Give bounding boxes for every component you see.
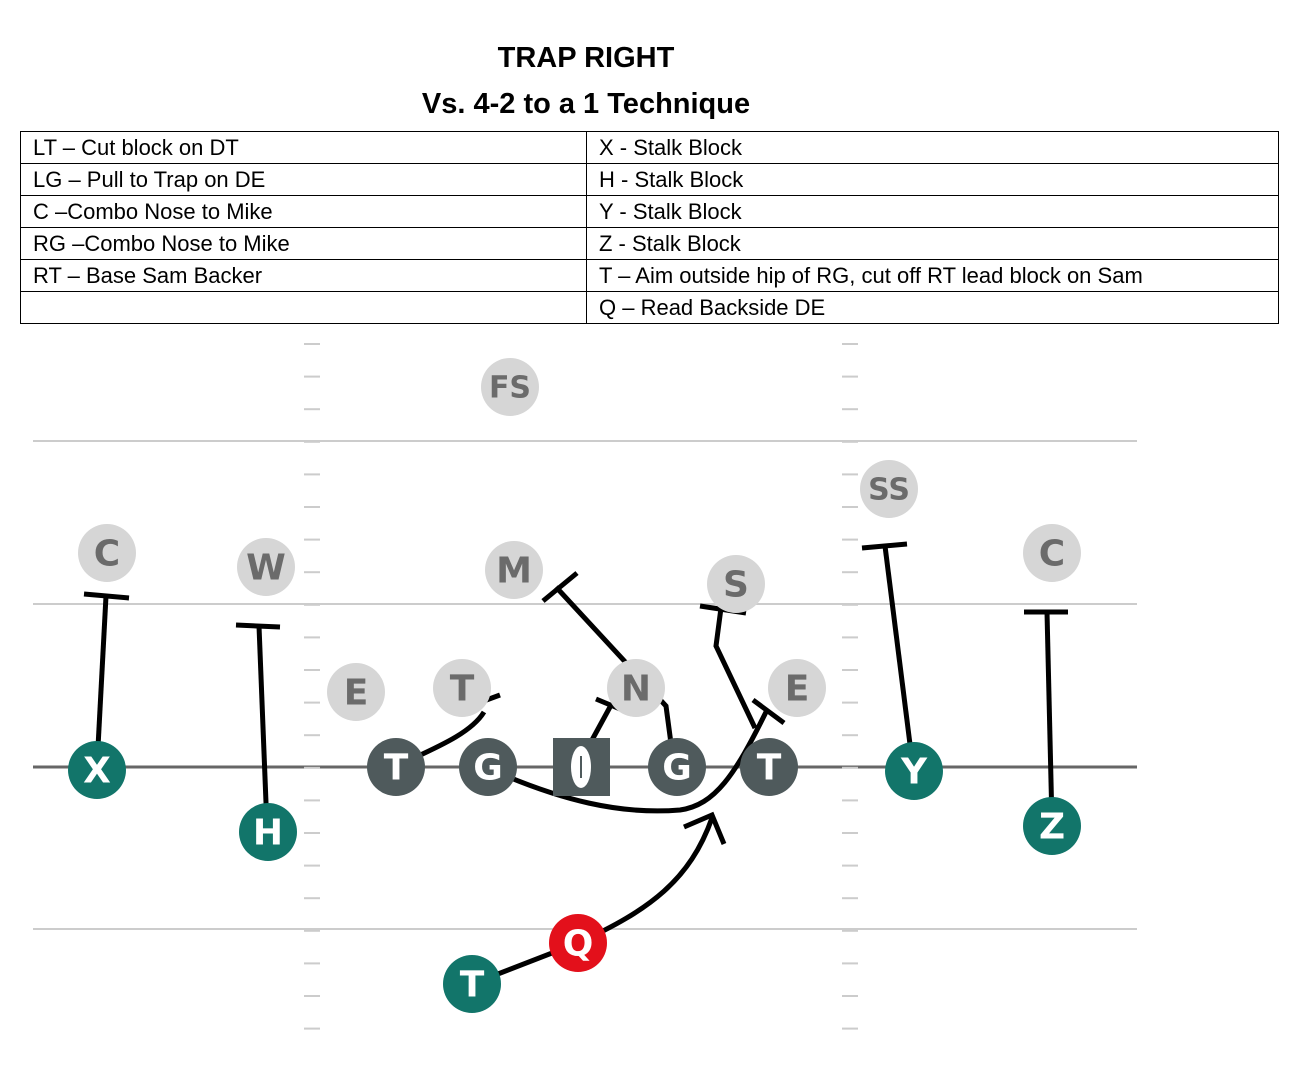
player-label: S [723, 565, 749, 606]
player-right-guard: G [648, 738, 706, 796]
player-label: X [83, 751, 111, 792]
assignment-cell: RT – Base Sam Backer [20, 259, 587, 292]
assignment-table: LT – Cut block on DT X - Stalk Block LG … [20, 131, 1279, 324]
player-label: Z [1039, 807, 1065, 848]
play-subtitle: Vs. 4-2 to a 1 Technique [421, 88, 751, 120]
z-route [1044, 611, 1055, 824]
block-mark [83, 591, 130, 601]
offense: T G G T X H Y Z Q T [68, 738, 1081, 1013]
block-mark [751, 697, 786, 726]
player-right-end: E [768, 659, 826, 717]
player-nose: N [607, 659, 665, 717]
player-h: H [239, 803, 297, 861]
player-rb: T [443, 955, 501, 1013]
player-left-tackle: T [367, 738, 425, 796]
player-label: T [384, 748, 409, 789]
player-y: Y [885, 742, 943, 800]
player-fs: FS [481, 358, 539, 416]
player-label: T [450, 669, 475, 710]
player-label: N [621, 669, 651, 710]
defense: FS SS C W M S C E T N E [78, 358, 1081, 721]
player-will: W [237, 538, 295, 596]
y-route [882, 545, 916, 769]
rt-route [713, 607, 758, 730]
assignment-cell: X - Stalk Block [586, 131, 1279, 164]
block-mark [235, 622, 281, 630]
player-right-tackle: T [740, 738, 798, 796]
table-row: LT – Cut block on DT X - Stalk Block [20, 131, 1279, 164]
arrow-head [683, 811, 727, 845]
table-row: RG –Combo Nose to Mike Z - Stalk Block [20, 227, 1279, 260]
player-label: H [253, 813, 283, 854]
player-tackle: T [433, 659, 491, 717]
player-label: M [496, 551, 532, 592]
player-label: C [1039, 534, 1065, 575]
football-icon [553, 738, 610, 796]
assignment-cell: LT – Cut block on DT [20, 131, 587, 164]
player-x: X [68, 741, 126, 799]
table-row: RT – Base Sam Backer T – Aim outside hip… [20, 259, 1279, 292]
assignment-cell: RG –Combo Nose to Mike [20, 227, 587, 260]
player-label: E [344, 673, 369, 714]
player-ss: SS [860, 460, 918, 518]
player-left-end: E [327, 663, 385, 721]
player-label: E [785, 669, 810, 710]
player-left-corner: C [78, 524, 136, 582]
player-mike: M [485, 541, 543, 599]
player-right-corner: C [1023, 524, 1081, 582]
table-row: Q – Read Backside DE [20, 291, 1279, 324]
assignment-cell: T – Aim outside hip of RG, cut off RT le… [586, 259, 1279, 292]
player-label: T [460, 965, 485, 1006]
assignment-cell: Y - Stalk Block [586, 195, 1279, 228]
play-title: TRAP RIGHT [497, 42, 675, 74]
player-label: C [94, 534, 120, 575]
assignment-cell: Z - Stalk Block [586, 227, 1279, 260]
assignment-cell [20, 291, 587, 324]
h-route [256, 625, 270, 829]
player-label: Y [900, 752, 928, 793]
player-label: G [473, 748, 503, 789]
block-mark [541, 571, 579, 603]
player-label: Q [563, 924, 594, 965]
player-qb: Q [549, 914, 607, 972]
player-z: Z [1023, 797, 1081, 855]
x-route [94, 595, 109, 767]
player-label: W [246, 548, 286, 589]
player-sam: S [707, 555, 765, 613]
player-label: T [757, 748, 782, 789]
table-row: C –Combo Nose to Mike Y - Stalk Block [20, 195, 1279, 228]
assignment-cell: C –Combo Nose to Mike [20, 195, 587, 228]
player-label: SS [868, 473, 910, 508]
c-route [589, 705, 613, 742]
block-mark [861, 541, 908, 551]
lg-route [490, 710, 769, 814]
player-label: G [662, 748, 692, 789]
player-label: FS [489, 371, 531, 406]
player-left-guard: G [459, 738, 517, 796]
assignment-cell: Q – Read Backside DE [586, 291, 1279, 324]
